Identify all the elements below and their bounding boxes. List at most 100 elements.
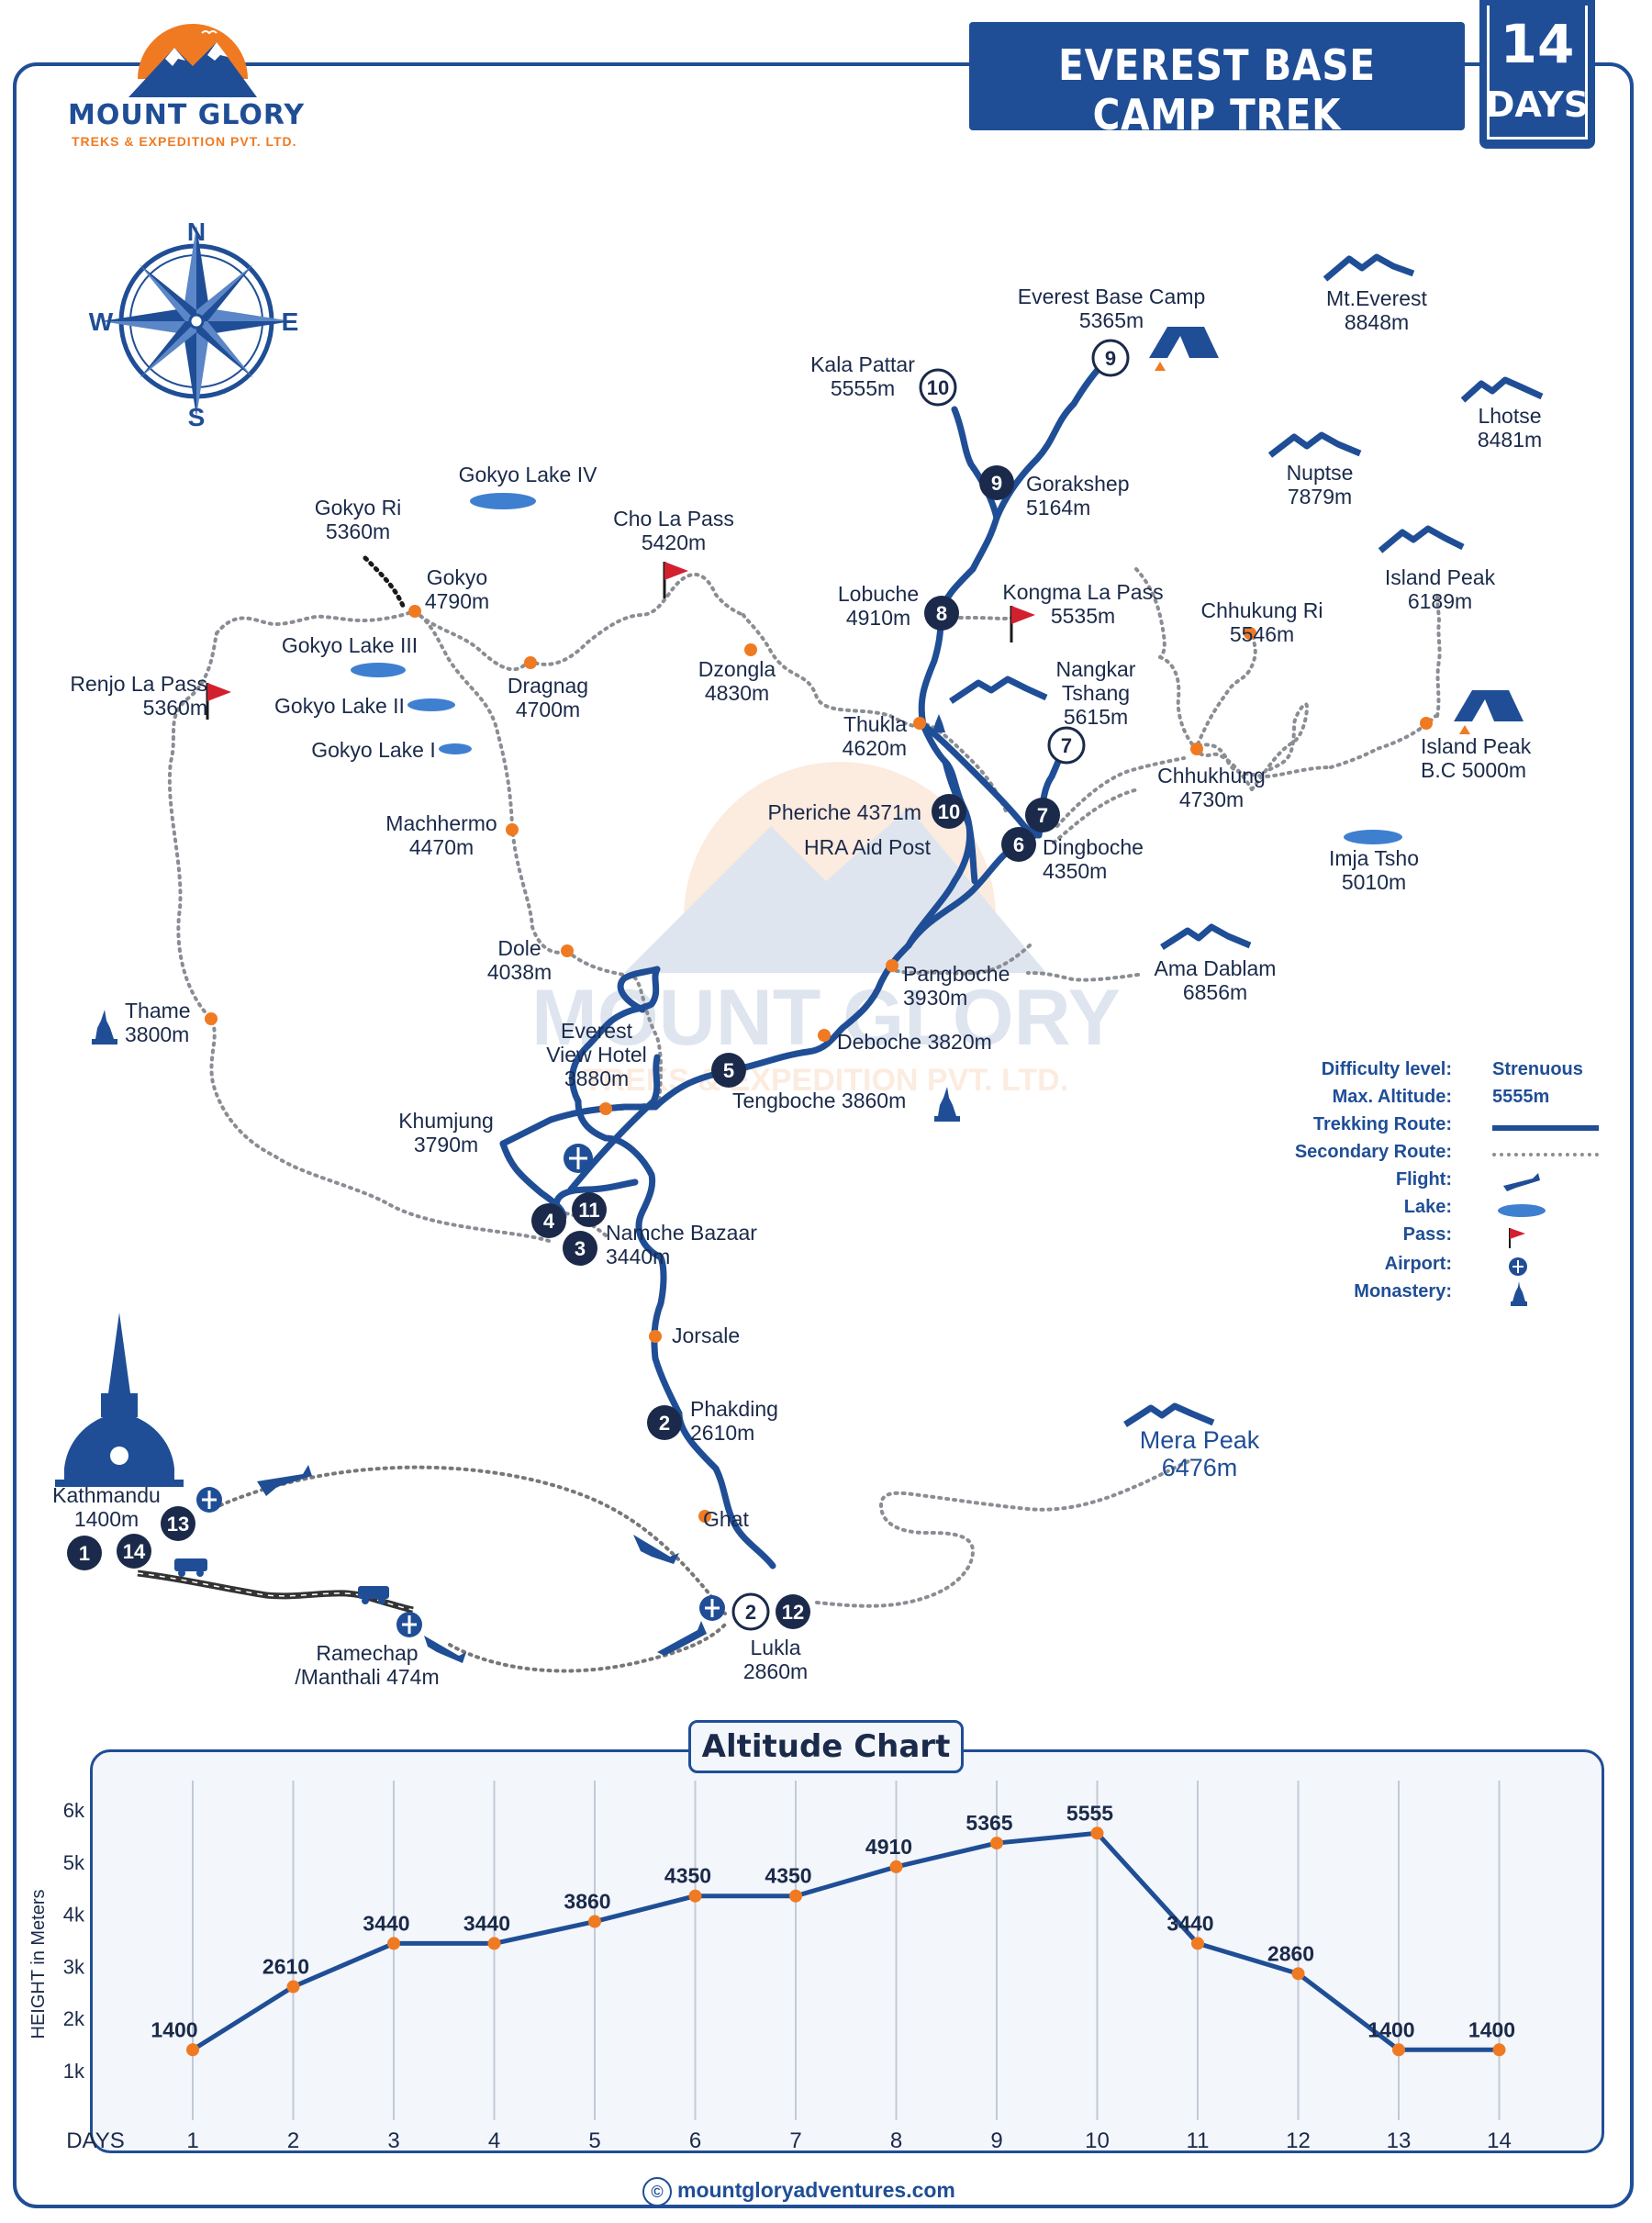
label-jorsale: Jorsale <box>672 1324 741 1347</box>
label-gokyo-lake-ii: Gokyo Lake II <box>274 694 405 718</box>
secondary-route-swatch <box>1492 1153 1599 1156</box>
lake-icon <box>1498 1204 1546 1217</box>
label-ghat: Ghat <box>703 1507 749 1531</box>
svg-text:TREKS & EXPEDITION PVT. LTD.: TREKS & EXPEDITION PVT. LTD. <box>584 1063 1068 1098</box>
road-center-line <box>137 1572 414 1611</box>
x-tick-label: 14 <box>1487 2128 1512 2153</box>
data-point <box>286 1980 300 1994</box>
data-point <box>889 1860 903 1873</box>
data-point <box>186 2043 199 2057</box>
plane-icons <box>257 1465 707 1663</box>
days-badge <box>1479 0 1595 149</box>
days-label: DAYS <box>1485 84 1590 125</box>
trek-title: EVEREST BASE CAMP TREK <box>1058 40 1376 140</box>
airport-icon <box>1509 1257 1527 1276</box>
legend-monastery-key: Monastery: <box>1354 1281 1452 1301</box>
label-tengboche: Tengboche 3860m <box>732 1089 907 1112</box>
label-deboche: Deboche 3820m <box>837 1030 992 1054</box>
data-point <box>487 1937 501 1950</box>
data-point <box>588 1915 601 1928</box>
monastery-icon <box>92 714 960 1122</box>
y-tick-label: 3k <box>63 1955 85 1978</box>
chart-y-axis-label: HEIGHT in Meters <box>28 1890 49 2039</box>
route-map: MOUNT GLORY TREKS & EXPEDITION PVT. LTD. <box>55 218 1544 1673</box>
x-tick-label: 10 <box>1085 2128 1110 2153</box>
legend-difficulty-key: Difficulty level: <box>1321 1059 1452 1079</box>
day-marker: 14 <box>123 1540 146 1563</box>
legend-pass-key: Pass: <box>1402 1224 1452 1245</box>
x-tick-label: 3 <box>387 2128 399 2153</box>
day-marker: 9 <box>1105 347 1116 370</box>
data-label: 3440 <box>463 1911 510 1935</box>
data-point <box>1291 1967 1305 1981</box>
day-marker: 5 <box>723 1059 734 1082</box>
pass-flags <box>206 562 1035 720</box>
watermark-logo: MOUNT GLORY TREKS & EXPEDITION PVT. LTD. <box>531 762 1121 1098</box>
label-ramechap: Ramechap/Manthali 474m <box>295 1641 440 1689</box>
x-tick-label: 7 <box>789 2128 801 2153</box>
y-tick-label: 1k <box>63 2060 85 2083</box>
data-label: 1400 <box>1468 2017 1515 2041</box>
data-label: 4910 <box>865 1835 912 1859</box>
lakes <box>351 493 1402 844</box>
footer-website: ©mountgloryadventures.com <box>642 2177 1028 2206</box>
data-label: 4350 <box>765 1864 811 1888</box>
x-tick-label: 2 <box>287 2128 299 2153</box>
data-label: 1400 <box>151 2017 197 2041</box>
chart-x-axis-label: DAYS <box>66 2128 125 2153</box>
website-text: mountgloryadventures.com <box>677 2178 955 2202</box>
data-label: 3440 <box>1166 1911 1213 1935</box>
x-tick-label: 6 <box>689 2128 701 2153</box>
vehicle-icons <box>174 1558 389 1604</box>
base-camp-tent-icon <box>1149 327 1524 734</box>
data-label: 5365 <box>966 1811 1012 1835</box>
label-pheriche: Pheriche 4371m <box>767 800 922 824</box>
legend-altitude-value: 5555m <box>1492 1087 1550 1107</box>
label-gokyo-lake-i: Gokyo Lake I <box>311 738 436 762</box>
data-point <box>1191 1937 1204 1950</box>
x-tick-label: 4 <box>488 2128 500 2153</box>
label-gokyo-lake-iii: Gokyo Lake III <box>281 633 419 657</box>
x-tick-label: 1 <box>186 2128 198 2153</box>
monastery-icon <box>1511 1281 1527 1306</box>
compass-east: E <box>282 307 299 336</box>
day-marker: 13 <box>167 1513 189 1536</box>
data-point <box>1392 2043 1405 2057</box>
day-markers-filled <box>67 465 1060 1629</box>
data-point <box>1090 1826 1104 1840</box>
day-marker: 3 <box>575 1237 586 1260</box>
days-badge-border <box>1487 6 1588 140</box>
data-label: 2860 <box>1267 1941 1314 1965</box>
day-marker: 7 <box>1037 804 1048 827</box>
day-marker: 4 <box>543 1210 555 1233</box>
data-label: 1400 <box>1367 2017 1414 2041</box>
day-marker: 11 <box>578 1199 599 1222</box>
gokyo-ri-path <box>363 555 407 610</box>
legend-secondary-route-key: Secondary Route: <box>1294 1142 1452 1162</box>
data-point <box>688 1889 702 1903</box>
waypoint-dots <box>205 605 1433 1523</box>
